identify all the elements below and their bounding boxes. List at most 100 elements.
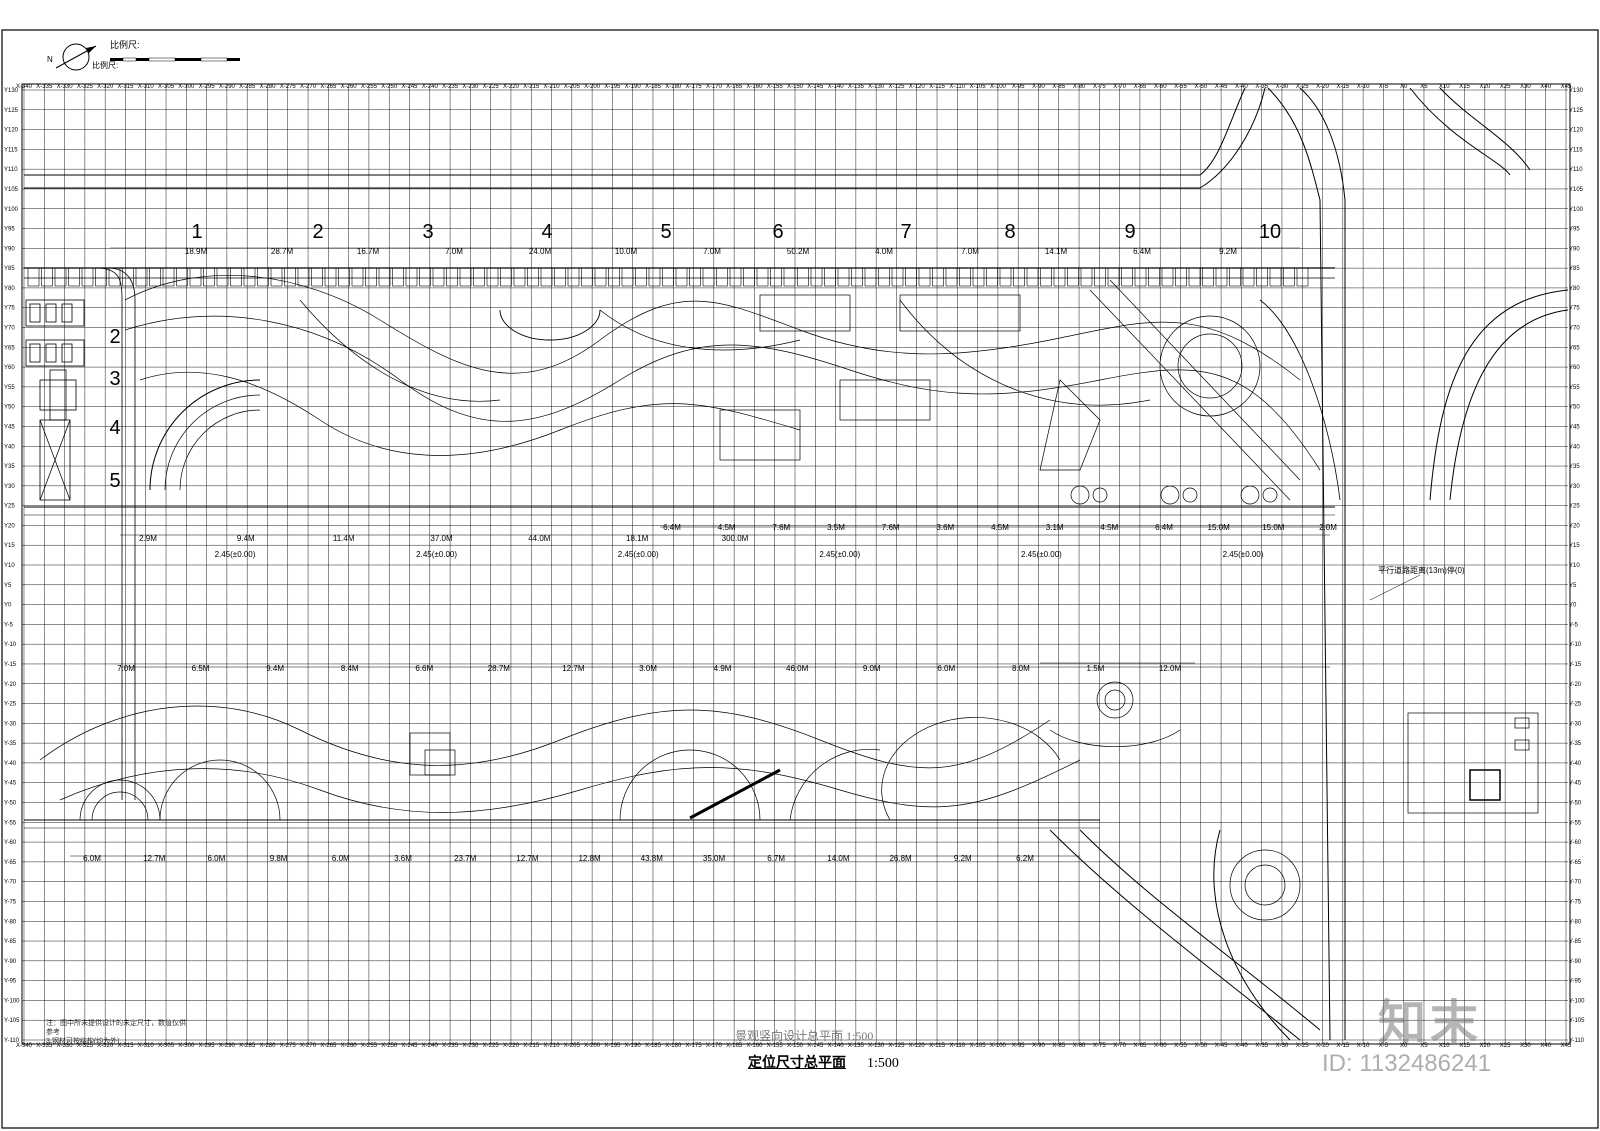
- x-tick-label: X-85: [1052, 84, 1065, 90]
- y-tick-label: Y-30: [4, 721, 17, 727]
- y-tick-label: Y75: [1569, 306, 1580, 312]
- pergola-bay: [297, 267, 310, 287]
- pergola-bay: [810, 267, 823, 287]
- pergola-bay: [68, 267, 80, 287]
- y-tick-label: Y-45: [4, 781, 17, 787]
- pergola-bay: [473, 267, 485, 287]
- y-tick-label: Y-60: [4, 840, 17, 846]
- dimension-label: 44.0M: [528, 534, 551, 543]
- x-tick-label: X5: [1420, 84, 1428, 90]
- y-tick-label: Y-95: [4, 979, 17, 985]
- x-tick-label: X-150: [787, 84, 804, 90]
- dimension-label: 6.0M: [332, 854, 350, 863]
- x-tick-label: X-180: [665, 1043, 682, 1049]
- x-tick-label: X-100: [990, 1043, 1007, 1049]
- dimension-label: 4.0M: [875, 247, 893, 256]
- elevation-label: 2.45(±0.00): [416, 550, 457, 559]
- dimension-label: 6.5M: [192, 664, 210, 673]
- pergola-bay: [176, 267, 188, 287]
- y-tick-label: Y-15: [1569, 662, 1582, 668]
- x-tick-label: X15: [1459, 1043, 1470, 1049]
- pergola-bay: [945, 267, 958, 287]
- x-tick-label: X30: [1520, 1043, 1531, 1049]
- elevation-label: 2.45(±0.00): [1223, 550, 1264, 559]
- x-tick-label: X-335: [36, 1043, 53, 1049]
- y-tick-label: Y50: [4, 405, 15, 411]
- zone-number: 4: [109, 417, 120, 439]
- y-tick-label: Y-50: [4, 801, 17, 807]
- x-tick-label: X-305: [158, 1043, 175, 1049]
- scale-bar-label: 比例尺:: [110, 40, 140, 50]
- zone-number: 7: [900, 221, 911, 243]
- x-tick-label: X-315: [117, 1043, 134, 1049]
- y-tick-label: Y130: [1569, 88, 1584, 94]
- pergola-bay: [932, 267, 944, 287]
- sheet-border: [1, 29, 1599, 1129]
- x-tick-label: X-225: [483, 84, 500, 90]
- y-tick-label: Y-20: [4, 682, 17, 688]
- y-tick-label: Y15: [1569, 543, 1580, 549]
- dimension-label: 7.0M: [961, 247, 979, 256]
- y-tick-label: Y-75: [4, 899, 17, 905]
- x-tick-label: X-120: [909, 84, 926, 90]
- pergola-row: [27, 267, 1309, 287]
- y-tick-label: Y-40: [4, 761, 17, 767]
- y-tick-label: Y40: [1569, 444, 1580, 450]
- x-tick-label: X-270: [300, 84, 317, 90]
- dimension-label: 6.6M: [415, 664, 433, 673]
- y-tick-label: Y-30: [1569, 721, 1582, 727]
- x-tick-label: X-320: [97, 1043, 114, 1049]
- y-tick-label: Y-15: [4, 662, 17, 668]
- x-tick-label: X-185: [645, 84, 662, 90]
- north-arrow-icon: N: [47, 43, 97, 71]
- x-tick-label: X-270: [300, 1043, 317, 1049]
- pergola-bay: [1215, 267, 1228, 287]
- pergola-bay: [446, 267, 458, 287]
- y-tick-label: Y120: [4, 128, 19, 134]
- dimension-label: 4.9M: [714, 664, 732, 673]
- y-tick-label: Y-25: [4, 702, 17, 708]
- y-tick-label: Y55: [4, 385, 15, 391]
- pergola-bay: [270, 267, 283, 287]
- north-garden: [124, 274, 1321, 505]
- x-tick-label: X-315: [117, 84, 134, 90]
- y-tick-label: Y105: [4, 187, 19, 193]
- pergola-bay: [1121, 267, 1133, 287]
- pergola-bay: [27, 267, 40, 287]
- x-tick-label: X-325: [77, 84, 94, 90]
- dimension-label: 6.0M: [83, 854, 101, 863]
- pergola-bay: [837, 267, 850, 287]
- pergola-bay: [959, 267, 971, 287]
- y-tick-label: Y60: [4, 365, 15, 371]
- x-tick-label: X-165: [726, 1043, 743, 1049]
- x-tick-label: X-340: [16, 1043, 33, 1049]
- x-tick-label: X-95: [1012, 1043, 1025, 1049]
- x-tick-label: X-275: [280, 1043, 297, 1049]
- pergola-bay: [1094, 267, 1106, 287]
- y-tick-label: Y110: [4, 167, 18, 173]
- y-tick-label: Y-100: [4, 998, 20, 1004]
- dimension-label: 23.7M: [454, 854, 477, 863]
- dimension-label: 7.6M: [772, 523, 790, 532]
- x-tick-label: X-135: [848, 1043, 865, 1049]
- pergola-bay: [1256, 267, 1268, 287]
- y-tick-label: Y115: [4, 147, 18, 153]
- x-tick-label: X30: [1520, 84, 1531, 90]
- x-tick-label: X-140: [828, 84, 845, 90]
- x-tick-label: X-110: [950, 84, 966, 90]
- pergola-bay: [770, 267, 782, 287]
- x-tick-label: X-220: [503, 84, 520, 90]
- pergola-bay: [1188, 267, 1201, 287]
- pergola-bay: [567, 267, 580, 287]
- dimension-label: 12.7M: [143, 854, 166, 863]
- y-tick-label: Y30: [1569, 484, 1580, 490]
- x-tick-label: X-145: [807, 1043, 824, 1049]
- x-tick-label: X-285: [239, 84, 256, 90]
- x-tick-label: X-115: [929, 84, 945, 90]
- dimension-label: 1.5M: [1087, 664, 1105, 673]
- y-tick-label: Y-60: [1569, 840, 1582, 846]
- pergola-bay: [729, 267, 742, 287]
- pergola-bay: [1161, 267, 1174, 287]
